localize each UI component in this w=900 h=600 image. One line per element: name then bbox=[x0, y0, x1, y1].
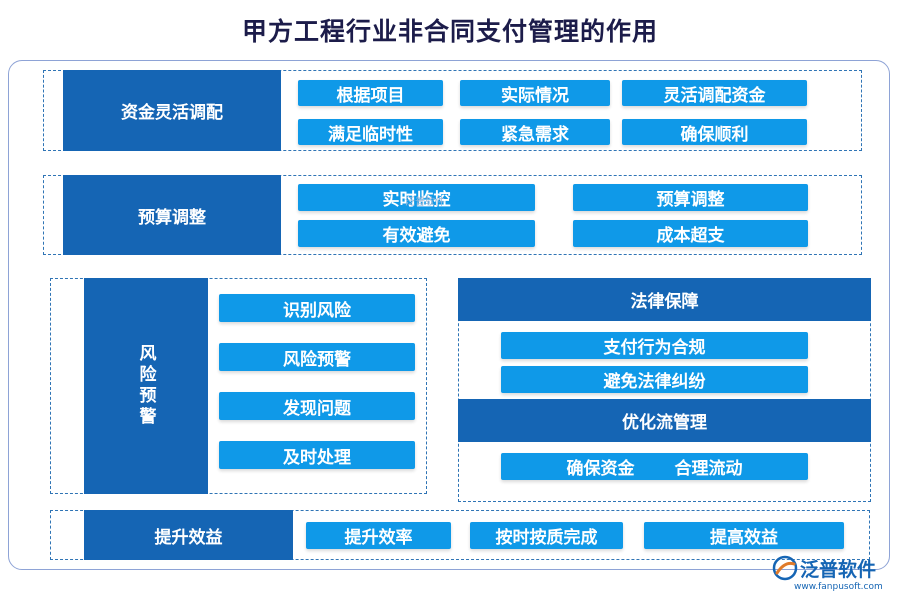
watermark: 泛普软件 www.fanpusoft.com bbox=[772, 553, 897, 598]
watermark-url: www.fanpusoft.com bbox=[794, 582, 883, 592]
watermark-mid: 泛普软件 bbox=[405, 197, 445, 208]
budget-item: 有效避免 bbox=[298, 220, 535, 247]
capital-label: 资金灵活调配 bbox=[63, 70, 281, 151]
process-item-part: 确保资金 bbox=[566, 459, 635, 479]
risk-section bbox=[50, 278, 427, 494]
fanpu-logo-icon bbox=[772, 555, 798, 581]
watermark-brand: 泛普软件 bbox=[800, 559, 877, 581]
capital-item: 满足临时性 bbox=[298, 119, 443, 145]
capital-item: 紧急需求 bbox=[460, 119, 610, 145]
capital-item: 实际情况 bbox=[460, 80, 610, 106]
risk-item: 风险预警 bbox=[219, 343, 415, 371]
budget-item: 实时监控 bbox=[298, 184, 535, 211]
capital-section bbox=[43, 70, 862, 151]
benefit-item: 按时按质完成 bbox=[470, 522, 623, 549]
process-label: 优化流管理 bbox=[458, 399, 871, 442]
process-item: 确保资金 合理流动 bbox=[501, 453, 808, 480]
outer-frame bbox=[8, 60, 890, 570]
budget-section bbox=[43, 175, 862, 255]
benefit-section bbox=[50, 510, 870, 560]
page-title: 甲方工程行业非合同支付管理的作用 bbox=[241, 17, 658, 46]
benefit-label: 提升效益 bbox=[84, 510, 293, 560]
budget-label: 预算调整 bbox=[63, 175, 281, 255]
risk-label: 风险预警 bbox=[84, 278, 208, 494]
risk-item: 及时处理 bbox=[219, 441, 415, 469]
legal-item: 避免法律纠纷 bbox=[501, 366, 808, 393]
benefit-item: 提高效益 bbox=[644, 522, 844, 549]
risk-item: 识别风险 bbox=[219, 294, 415, 322]
budget-item: 成本超支 bbox=[573, 220, 808, 247]
legal-item: 支付行为合规 bbox=[501, 332, 808, 359]
capital-item: 灵活调配资金 bbox=[622, 80, 807, 106]
process-item-part: 合理流动 bbox=[674, 459, 743, 479]
budget-item: 预算调整 bbox=[573, 184, 808, 211]
legal-label: 法律保障 bbox=[458, 278, 871, 321]
capital-item: 根据项目 bbox=[298, 80, 443, 106]
risk-item: 发现问题 bbox=[219, 392, 415, 420]
benefit-item: 提升效率 bbox=[306, 522, 451, 549]
capital-item: 确保顺利 bbox=[622, 119, 807, 145]
